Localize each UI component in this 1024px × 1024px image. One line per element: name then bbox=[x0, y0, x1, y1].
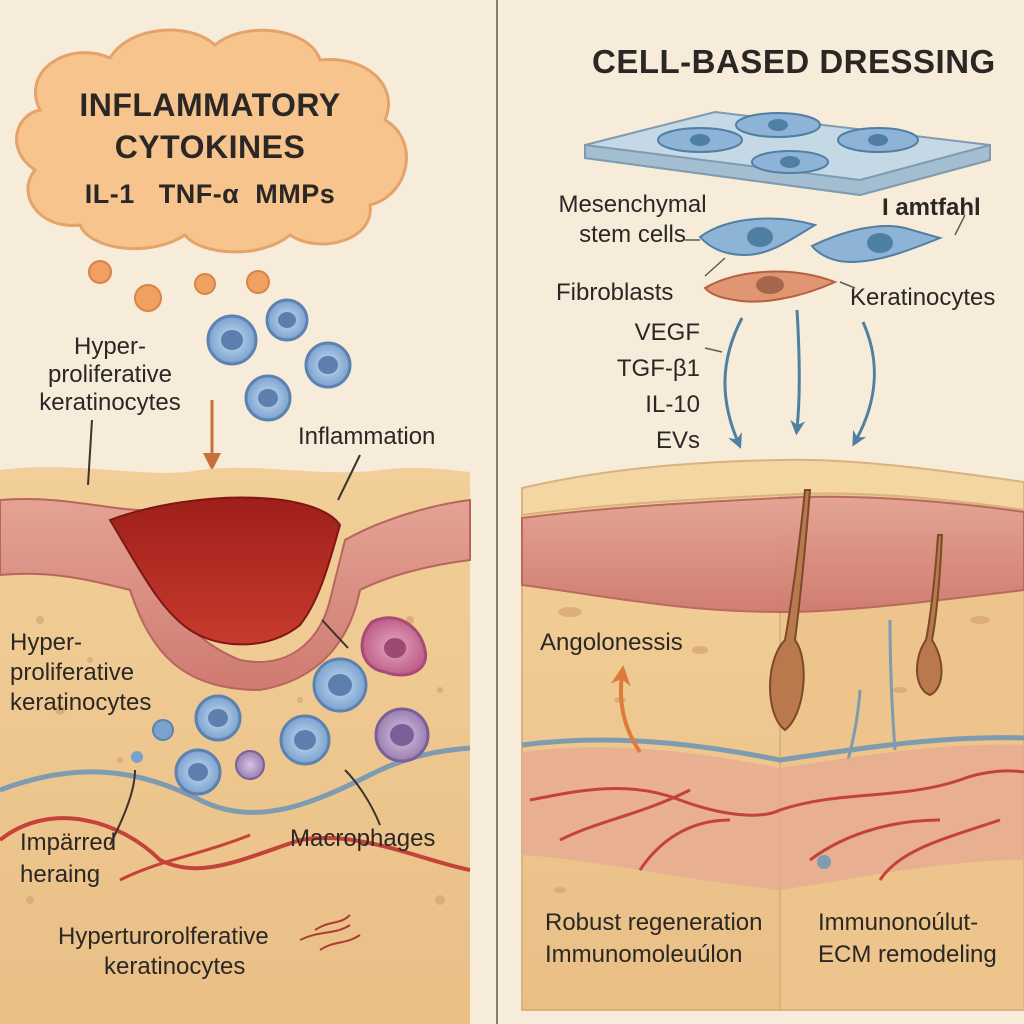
factor-tgf-b1: TGF-β1 bbox=[616, 355, 700, 382]
label-bottom-left-1: Robust regeneration bbox=[545, 909, 763, 936]
cell-based-dressing-sheet bbox=[584, 110, 991, 197]
label-bottom-left-2: Immunomoleuúlon bbox=[545, 941, 743, 968]
right-leader-lines bbox=[685, 214, 966, 353]
tissue-immune-cells bbox=[131, 616, 430, 796]
label-amtfahl: I amtfahl bbox=[882, 194, 981, 221]
fibroblast-cell bbox=[703, 270, 838, 303]
right-title: CELL-BASED DRESSING bbox=[592, 43, 996, 80]
label-msc-2: stem cells bbox=[579, 221, 686, 248]
label-fibroblasts: Fibroblasts bbox=[556, 279, 674, 306]
label-bottom-1: Hyperturorolferative bbox=[58, 923, 269, 950]
label-hyperproliferative-top-2: proliferative bbox=[47, 361, 173, 388]
factor-evs: EVs bbox=[655, 427, 700, 454]
cloud-subtitle: IL-1 TNF-α MMPs bbox=[84, 179, 336, 209]
label-bottom-right-1: Immunonoúlut- bbox=[818, 909, 979, 936]
factor-vegf: VEGF bbox=[634, 319, 700, 346]
label-impaired-healing-2: heraing bbox=[20, 861, 101, 888]
label-impaired-healing-1: Impärred bbox=[20, 829, 117, 856]
cytokine-cloud bbox=[15, 28, 408, 254]
label-msc-1: Mesenchymal bbox=[558, 191, 707, 218]
label-keratinocytes: Keratinocytes bbox=[850, 284, 996, 311]
angiogenesis-arrow bbox=[610, 665, 642, 754]
cytokine-droplets bbox=[88, 260, 270, 312]
label-hyperproliferative-top-1: Hyper- bbox=[73, 333, 146, 360]
label-inflammation: Inflammation bbox=[298, 423, 436, 450]
label-macrophages: Macrophages bbox=[290, 825, 436, 852]
label-bottom-2: keratinocytes bbox=[104, 953, 246, 980]
label-hyperproliferative-mid-3: keratinocytes bbox=[10, 689, 152, 716]
left-leader-lines bbox=[87, 419, 381, 846]
stem-cells bbox=[698, 217, 944, 264]
label-hyperproliferative-mid-2: proliferative bbox=[10, 659, 135, 686]
label-angiogenesis: Angolonessis bbox=[540, 629, 683, 656]
cloud-title-line1: INFLAMMATORY bbox=[79, 87, 341, 123]
factor-il-10: IL-10 bbox=[645, 391, 700, 418]
left-skin-tissue bbox=[0, 467, 471, 1024]
floating-immune-cells bbox=[206, 298, 352, 422]
cloud-title-line2: CYTOKINES bbox=[114, 129, 306, 165]
right-skin-tissue bbox=[521, 458, 1024, 1011]
label-hyperproliferative-mid-1: Hyper- bbox=[10, 629, 83, 656]
release-arrows bbox=[723, 309, 876, 449]
label-bottom-right-2: ECM remodeling bbox=[818, 941, 997, 968]
label-hyperproliferative-top-3: keratinocytes bbox=[39, 389, 181, 416]
